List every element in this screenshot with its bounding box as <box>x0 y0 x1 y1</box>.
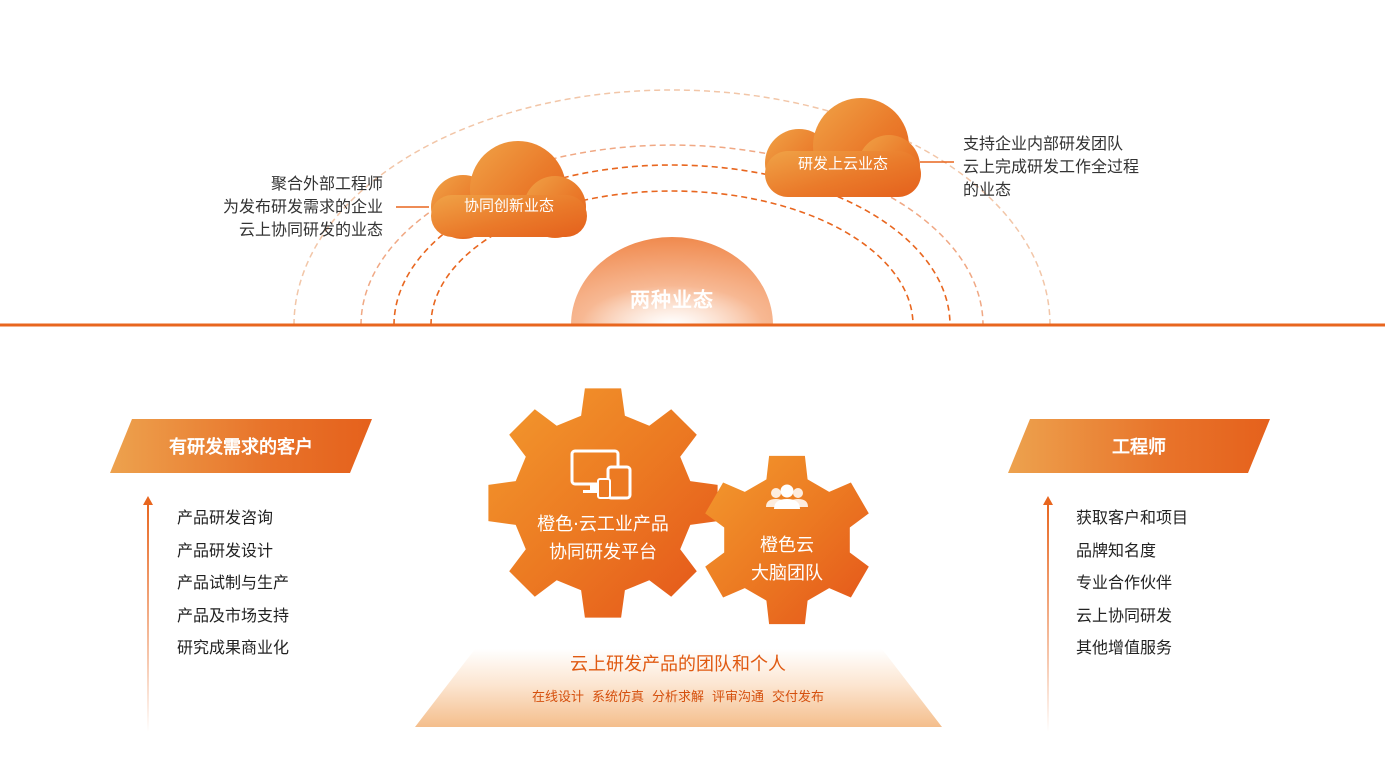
devices-icon <box>570 449 632 500</box>
list-item: 产品及市场支持 <box>177 605 290 625</box>
bottom-title: 云上研发产品的团队和个人 <box>570 654 786 675</box>
list-item: 产品试制与生产 <box>177 573 290 592</box>
service-item: 在线设计 <box>531 690 584 705</box>
brain-team-line1: 橙色云 <box>760 535 814 556</box>
gear-big-shape <box>488 388 718 618</box>
team-icon <box>766 484 808 509</box>
list-item: 云上协同研发 <box>1076 605 1173 625</box>
service-item: 评审沟通 <box>712 690 765 705</box>
service-item: 系统仿真 <box>591 690 644 705</box>
engineer-banner-label: 工程师 <box>1112 437 1166 458</box>
engineer-banner: 工程师 <box>1008 419 1270 473</box>
service-item: 交付发布 <box>772 690 825 705</box>
cloud-right-shape <box>765 98 921 197</box>
list-item: 专业合作伙伴 <box>1076 573 1173 592</box>
brain-team-gear-text: 橙色云 大脑团队 <box>751 532 823 588</box>
list-item: 产品研发咨询 <box>177 508 274 527</box>
list-item: 研究成果商业化 <box>177 638 290 657</box>
arc-2 <box>360 144 984 326</box>
customer-banner-label: 有研发需求的客户 <box>169 437 313 458</box>
right-desc-line: 的业态 <box>963 180 1012 199</box>
left-desc-line: 聚合外部工程师 <box>270 174 383 193</box>
right-desc-line: 云上完成研发工作全过程 <box>963 157 1140 176</box>
gear-small-shape <box>705 455 869 625</box>
cloud-left-label: 协同创新业态 <box>463 196 555 215</box>
dome-label: 两种业态 <box>630 287 714 312</box>
cloud-right-label: 研发上云业态 <box>797 154 889 173</box>
arc-outer <box>293 89 1051 326</box>
list-item: 其他增值服务 <box>1076 638 1173 657</box>
right-description: 支持企业内部研发团队 云上完成研发工作全过程 的业态 <box>963 132 1139 201</box>
arrow-up-left <box>143 496 153 732</box>
left-desc-line: 云上协同研发的业态 <box>238 220 383 239</box>
left-description: 聚合外部工程师 为发布研发需求的企业 云上协同研发的业态 <box>223 172 383 241</box>
engineer-list: 获取客户和项目 品牌知名度 专业合作伙伴 云上协同研发 其他增值服务 <box>1076 502 1188 665</box>
list-item: 获取客户和项目 <box>1076 508 1189 527</box>
right-desc-line: 支持企业内部研发团队 <box>963 134 1124 153</box>
brain-team-line2: 大脑团队 <box>751 563 823 584</box>
services-list: 在线设计 系统仿真 分析求解 评审沟通 交付发布 <box>532 686 824 705</box>
arc-4 <box>430 190 914 326</box>
customer-list: 产品研发咨询 产品研发设计 产品试制与生产 产品及市场支持 研究成果商业化 <box>177 502 289 665</box>
cloud-left-shape <box>431 141 587 239</box>
platform-name-line1: 橙色·云工业产品 <box>537 514 669 535</box>
platform-gear-text: 橙色·云工业产品 协同研发平台 <box>537 511 669 567</box>
platform-name-line2: 协同研发平台 <box>548 542 657 563</box>
dome <box>571 237 773 325</box>
arrow-up-right <box>1043 496 1053 732</box>
left-desc-line: 为发布研发需求的企业 <box>222 197 383 216</box>
bottom-platform <box>415 649 942 727</box>
service-item: 分析求解 <box>651 690 705 705</box>
baseline <box>0 323 1385 327</box>
arc-3 <box>393 164 951 326</box>
list-item: 产品研发设计 <box>177 540 274 560</box>
list-item: 品牌知名度 <box>1076 540 1157 560</box>
customer-banner: 有研发需求的客户 <box>110 419 372 473</box>
